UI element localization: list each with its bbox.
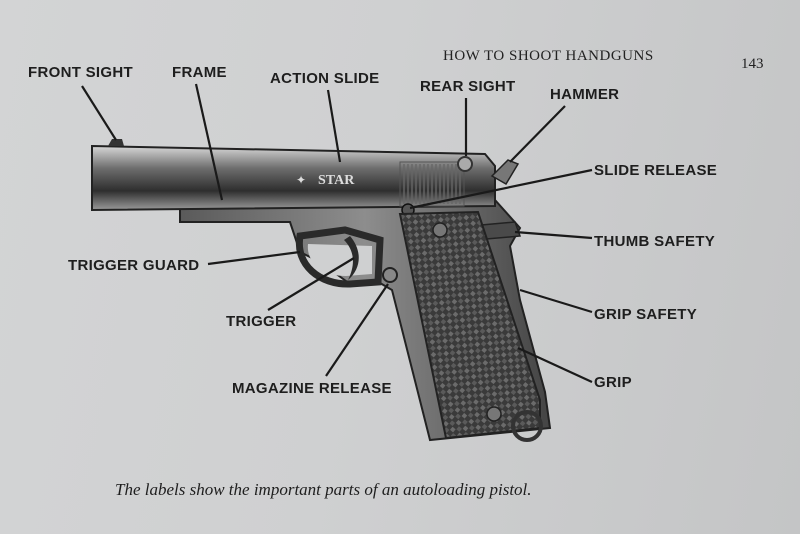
label-thumb-safety: THUMB SAFETY: [594, 233, 716, 250]
label-hammer: HAMMER: [550, 86, 620, 103]
label-grip: GRIP: [594, 374, 632, 391]
leader-trigger-guard: [207, 250, 301, 266]
front-sight-shape: [108, 139, 124, 146]
star-logo-icon: ✦: [296, 173, 306, 187]
label-magazine-release: MAGAZINE RELEASE: [232, 380, 392, 397]
label-trigger: TRIGGER: [226, 313, 297, 330]
grip-panel-shape: [398, 210, 541, 440]
label-action-slide: ACTION SLIDE: [270, 70, 380, 87]
leader-hammer: [509, 105, 566, 163]
leader-thumb-safety: [514, 230, 593, 240]
slide-serrations: [403, 164, 461, 204]
slide-marking: STAR: [318, 173, 355, 188]
leader-grip: [517, 347, 593, 383]
leader-front-sight: [81, 85, 117, 141]
leader-grip-safety: [519, 288, 593, 314]
leader-magazine-release: [325, 283, 389, 377]
page-number: 143: [741, 56, 764, 72]
label-grip-safety: GRIP SAFETY: [594, 306, 698, 323]
label-slide-release: SLIDE RELEASE: [594, 162, 718, 179]
hammer-shape: [490, 159, 520, 186]
label-rear-sight: REAR SIGHT: [420, 78, 516, 95]
leader-frame: [194, 83, 224, 201]
trigger-shape: [344, 236, 359, 280]
label-trigger-guard: TRIGGER GUARD: [68, 257, 200, 274]
rear-sight-shape: [457, 156, 473, 172]
leader-action-slide: [326, 89, 342, 163]
label-frame: FRAME: [172, 64, 227, 81]
leader-trigger: [267, 257, 355, 311]
action-slide-shape: [91, 144, 496, 212]
label-front-sight: FRONT SIGHT: [28, 64, 133, 81]
leader-lines: [81, 83, 593, 383]
running-header: HOW TO SHOOT HANDGUNS: [443, 48, 654, 64]
magazine-release-shape: [382, 267, 398, 283]
trigger-guard-shape: [295, 226, 384, 288]
lanyard-ring-shape: [511, 410, 543, 442]
figure-caption: The labels show the important parts of a…: [115, 480, 532, 499]
leader-slide-release: [409, 168, 593, 210]
